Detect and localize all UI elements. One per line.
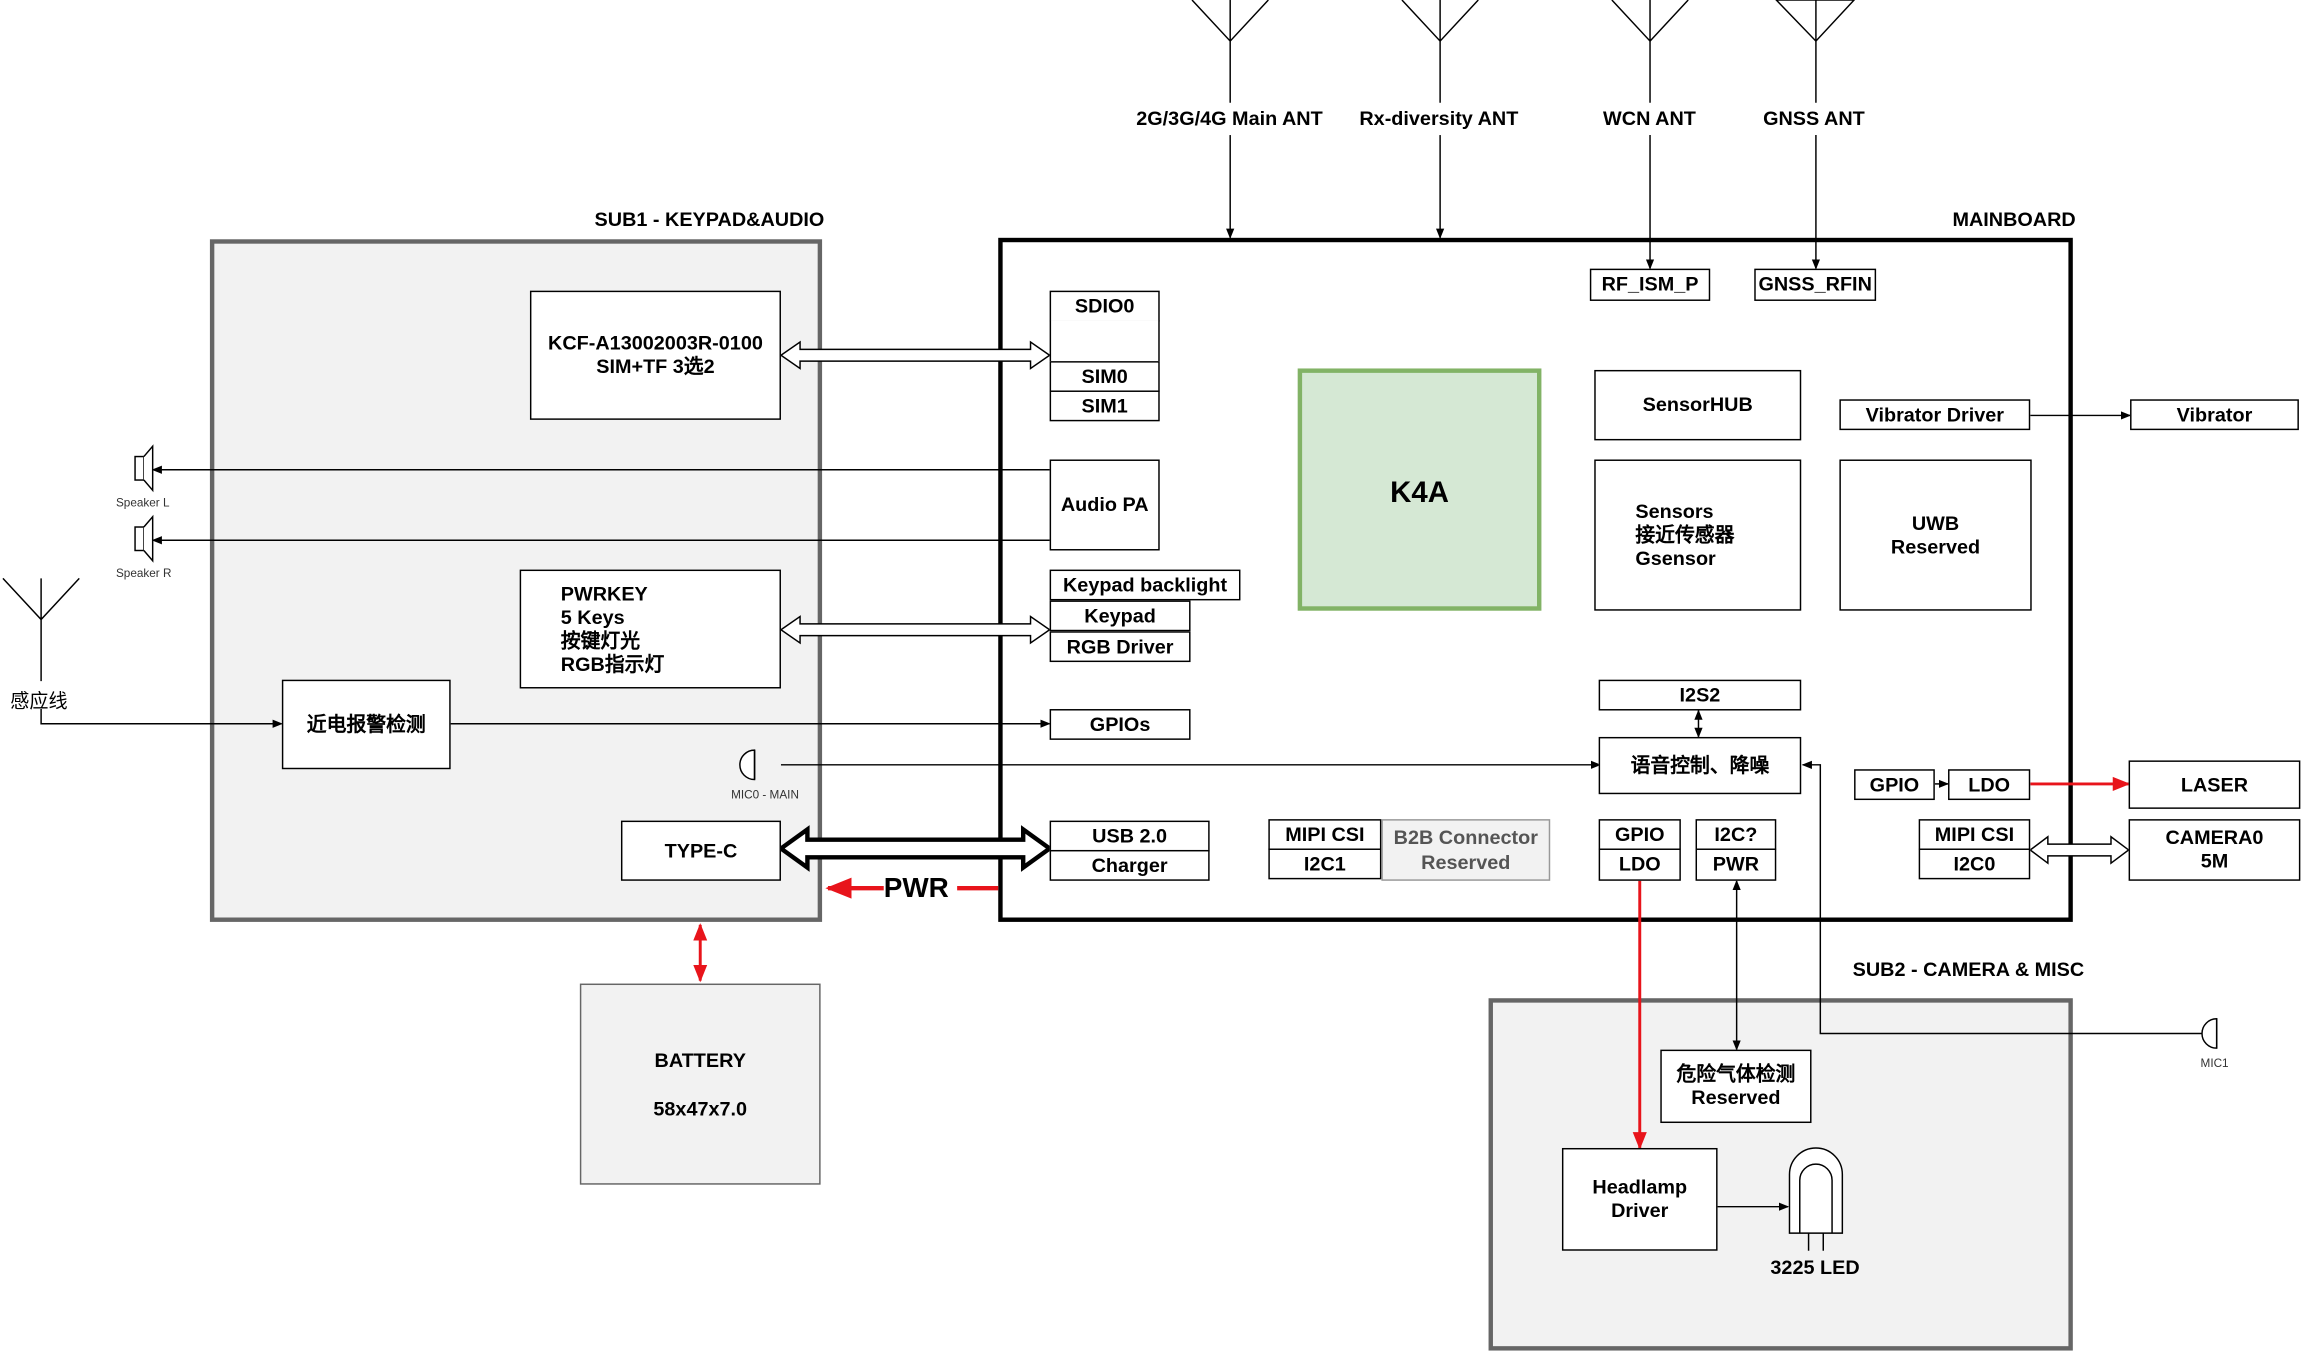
speaker-r-icon: [134, 514, 154, 563]
battery-size: 58x47x7.0: [653, 1098, 748, 1121]
main-antenna-label: 2G/3G/4G Main ANT: [1136, 107, 1323, 130]
mic0-label: MIC0 - MAIN: [731, 788, 799, 802]
battery: BATTERY 58x47x7.0: [579, 983, 821, 1185]
usb-port: USB 2.0: [1049, 820, 1210, 852]
pwr-label: PWR: [883, 873, 949, 905]
mic0-icon: [739, 749, 756, 781]
rf-ism-port: RF_ISM_P: [1589, 268, 1711, 301]
camera0: CAMERA0 5M: [2128, 819, 2301, 881]
mainboard-title: MAINBOARD: [1952, 208, 2076, 231]
rgb-driver: RGB Driver: [1049, 631, 1191, 663]
i2c0-port: I2C0: [1918, 848, 2031, 880]
ldo-bottom: LDO: [1598, 848, 1681, 881]
sensors-block: Sensors 接近传感器 Gsensor: [1594, 459, 1802, 611]
uwb-block: UWB Reserved: [1839, 459, 2032, 611]
mic1-icon: [2201, 1018, 2218, 1049]
b2b-connector: B2B Connector Reserved: [1381, 819, 1551, 881]
battery-label: BATTERY: [654, 1049, 746, 1072]
keys-block: PWRKEY 5 Keys 按键灯光 RGB指示灯: [519, 569, 781, 689]
k4a-label: K4A: [1390, 477, 1449, 510]
sdio0-port: SDIO0: [1049, 290, 1160, 322]
antenna-icon: [1775, 0, 1856, 43]
sense-wire-label: 感应线: [10, 689, 68, 712]
sub2-title: SUB2 - CAMERA & MISC: [1852, 958, 2085, 981]
sense-antenna-icon: [2, 577, 80, 682]
mic1-label: MIC1: [2200, 1056, 2229, 1071]
speaker-l-icon: [134, 444, 154, 493]
vibrator-driver: Vibrator Driver: [1839, 399, 2031, 431]
antenna-icon: [1401, 0, 1479, 43]
gnss-antenna-label: GNSS ANT: [1763, 107, 1865, 130]
led-icon: [1788, 1147, 1844, 1251]
speaker-r-label: Speaker R: [115, 566, 172, 580]
camera-bus-arrow: [2029, 835, 2130, 865]
keypad-port: Keypad: [1049, 600, 1191, 632]
rx-diversity-antenna-label: Rx-diversity ANT: [1359, 107, 1519, 130]
pwr-port: PWR: [1695, 848, 1777, 881]
voice-control: 语音控制、降噪: [1598, 736, 1802, 795]
near-electric-alarm: 近电报警检测: [281, 679, 451, 770]
mipi-csi-right: MIPI CSI: [1918, 819, 2031, 850]
speaker-l-label: Speaker L: [115, 496, 170, 510]
gpio-bottom: GPIO: [1598, 819, 1681, 850]
wcn-antenna-label: WCN ANT: [1603, 107, 1696, 130]
mipi-csi-left: MIPI CSI: [1268, 819, 1382, 850]
vibrator: Vibrator: [2130, 399, 2299, 431]
laser: LASER: [2128, 760, 2301, 809]
sub1-title: SUB1 - KEYPAD&AUDIO: [594, 208, 825, 231]
sim0-port: SIM0: [1049, 361, 1160, 392]
keypad-bus-arrow: [779, 615, 1051, 645]
type-c-connector: TYPE-C: [620, 820, 781, 881]
gpios-port: GPIOs: [1049, 709, 1191, 740]
led-label: 3225 LED: [1770, 1256, 1860, 1279]
gnss-rfin-port: GNSS_RFIN: [1754, 268, 1877, 301]
sim-tf-connector: KCF-A13002003R-0100 SIM+TF 3选2: [529, 290, 781, 420]
charger-port: Charger: [1049, 849, 1210, 881]
sim1-port: SIM1: [1049, 390, 1160, 422]
keypad-backlight: Keypad backlight: [1049, 569, 1241, 601]
i2c1-port: I2C1: [1268, 848, 1382, 880]
usb-bus-arrow: [777, 825, 1054, 872]
sim-bus-arrow: [779, 340, 1051, 370]
sensorhub: SensorHUB: [1594, 369, 1802, 441]
i2c-unknown: I2C?: [1695, 819, 1777, 850]
ldo-laser: LDO: [1948, 769, 2031, 801]
i2s2-port: I2S2: [1598, 679, 1802, 711]
gas-detection: 危险气体检测 Reserved: [1660, 1049, 1812, 1124]
k4a-soc: K4A: [1297, 368, 1542, 611]
gpio-laser: GPIO: [1854, 769, 1935, 801]
antenna-icon: [1191, 0, 1269, 43]
sdio0-spacer: [1049, 320, 1160, 362]
audio-pa: Audio PA: [1049, 459, 1160, 551]
headlamp-driver: Headlamp Driver: [1561, 1147, 1718, 1251]
antenna-icon: [1611, 0, 1689, 43]
